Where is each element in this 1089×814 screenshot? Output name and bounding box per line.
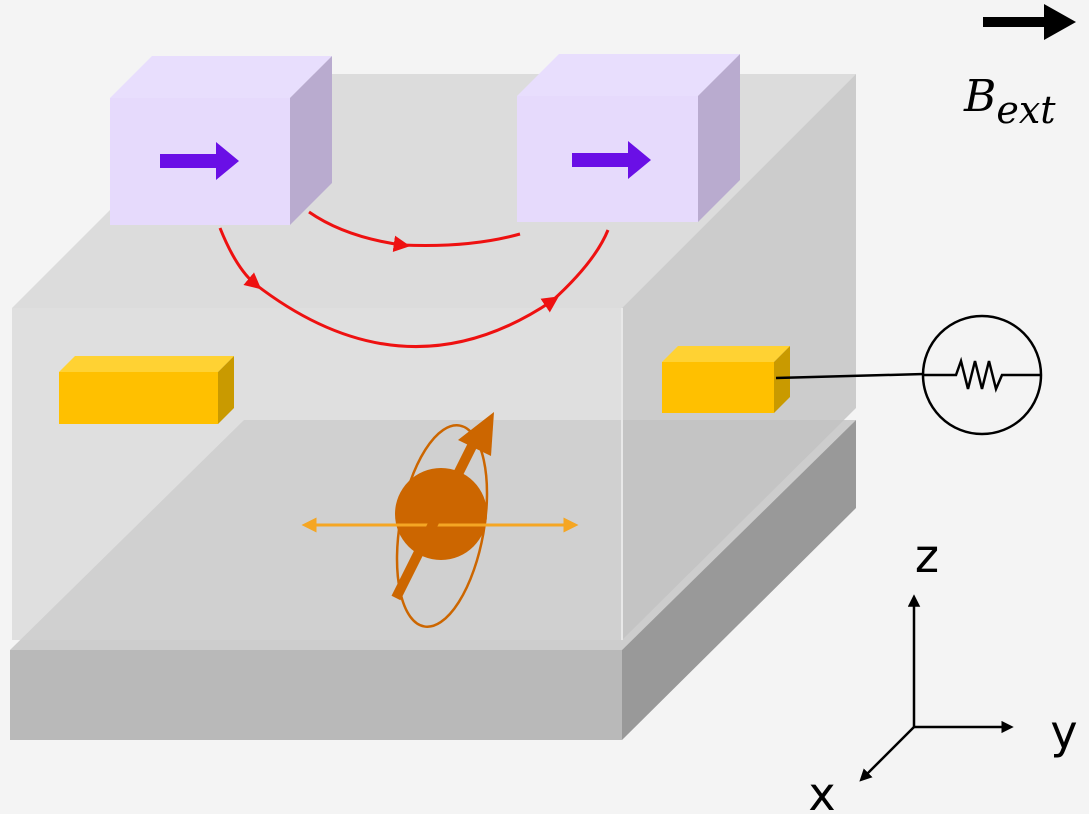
field-label: Bext (963, 71, 1056, 132)
left-contact (59, 356, 234, 424)
y-axis-label: y (1050, 705, 1077, 759)
right-arrow-icon (983, 4, 1076, 40)
inner-field-line-b (401, 232, 521, 248)
spin-moment-head (458, 412, 494, 456)
left-magnet (110, 56, 332, 225)
outer-field-line-a (218, 227, 262, 290)
spin-precession-icon (301, 412, 579, 628)
right-contact (662, 346, 790, 413)
x-axis-label: x (808, 767, 835, 814)
substrate-side (622, 420, 856, 740)
coordinate-axes (859, 594, 1014, 782)
inner-field-line-a (308, 210, 411, 253)
outer-field-line-b (254, 282, 559, 349)
spin-moment-shaft (391, 443, 477, 601)
x-axis (859, 726, 915, 782)
substrate-front (10, 650, 622, 740)
outer-field-line-c (550, 229, 610, 303)
z-axis-label: z (915, 529, 939, 583)
right-magnet (517, 54, 740, 222)
readout-wire (775, 372, 925, 380)
right-arrow-icon (572, 141, 651, 179)
stray-field-lines (218, 210, 610, 349)
right-arrow-icon (160, 142, 239, 180)
resistor-icon (921, 314, 1043, 436)
